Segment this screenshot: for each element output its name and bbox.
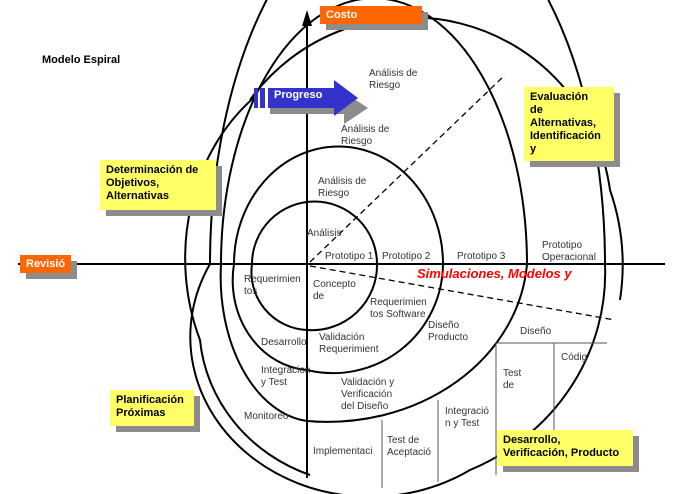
risk-analysis-label-4: Análisis de Riesgo (369, 68, 418, 91)
diagram-title: Modelo Espiral (42, 54, 121, 66)
monitoring-label: Monitoreo (244, 411, 289, 422)
acceptance-test-label: Test de Aceptació (387, 435, 431, 458)
dashed-line-risk (309, 74, 506, 263)
quadrant-objectives: Determinación de Objetivos, Alternativas (100, 160, 216, 210)
review-axis-label: Revisió (20, 255, 72, 273)
design-label: Diseño (520, 326, 552, 337)
risk-analysis-label-1: Análisis (307, 228, 342, 239)
quadrant-evaluation: Evaluación de Alternativas, Identificaci… (524, 87, 614, 161)
requirements-validation-label: Validación Requerimient (319, 332, 379, 355)
prototype-2-label: Prototipo 2 (382, 251, 431, 262)
quadrant-planning: Planificación Próximas (110, 390, 194, 426)
spiral-loop-2 (231, 145, 445, 375)
progress-label: Progreso (274, 89, 323, 101)
product-design-label: Diseño Producto (428, 320, 469, 343)
spiral-loop-1 (250, 200, 379, 332)
integration-test-left-label: Integracion y Test (261, 365, 311, 388)
progress-arrow (254, 80, 368, 124)
prototype-operational-label: Prototipo Operacional (542, 240, 596, 263)
integration-test-right-label: Integració n y Test (445, 406, 489, 429)
code-label: Códig (561, 352, 588, 363)
quadrant-development: Desarrollo, Verificación, Producto (497, 430, 633, 466)
cost-axis-label: Costo (320, 6, 422, 24)
development-label: Desarrollo (261, 337, 307, 348)
spiral-loop-4 (189, 0, 607, 494)
spiral-outer-arc (249, 16, 624, 301)
risk-analysis-label-3: Análisis de Riesgo (341, 124, 390, 147)
software-requirements-label: Requerimien tos Software (370, 297, 427, 320)
prototype-3-label: Prototipo 3 (457, 251, 506, 262)
dashed-line-simulation (309, 265, 616, 321)
prototype-1-label: Prototipo 1 (325, 251, 374, 262)
risk-analysis-label-2: Análisis de Riesgo (318, 176, 367, 199)
concept-label: Concepto de (313, 279, 356, 302)
design-validation-label: Validación y Verificación del Diseño (341, 377, 395, 412)
spiral-loop-3 (219, 0, 529, 423)
requirements-label: Requerimien tos (244, 274, 301, 297)
spiral-outer-left-arc (184, 94, 311, 476)
simulations-label: Simulaciones, Modelos y (417, 266, 572, 281)
vertical-axis-arrowhead (302, 10, 312, 26)
implementation-label: Implementaci (313, 446, 373, 457)
unit-test-label: Test de (503, 368, 522, 391)
